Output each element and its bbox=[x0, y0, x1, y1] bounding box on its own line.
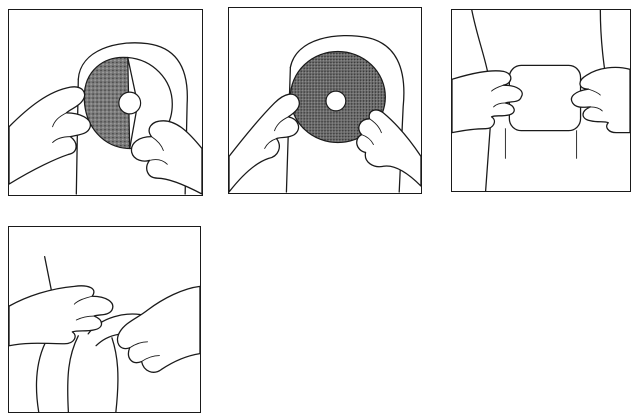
instruction-panel-1 bbox=[8, 9, 203, 196]
instruction-panel-4 bbox=[8, 226, 201, 413]
instruction-panel-2 bbox=[228, 7, 422, 194]
hands-holding-adhesive-wafer-icon bbox=[229, 8, 421, 193]
hands-warming-wafer-on-body-icon bbox=[452, 10, 630, 191]
hands-pressing-pouch-to-body-icon bbox=[9, 227, 200, 412]
hands-peeling-wafer-backing-icon bbox=[9, 10, 202, 195]
instruction-panel-3 bbox=[451, 9, 631, 192]
